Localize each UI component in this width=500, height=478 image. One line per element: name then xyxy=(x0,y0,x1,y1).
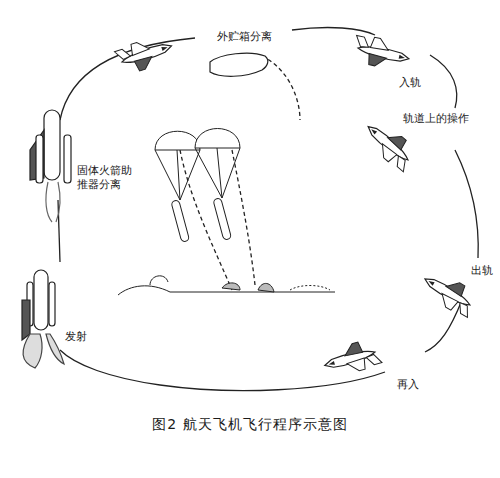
parachutes xyxy=(155,129,240,243)
launch-label: 发射 xyxy=(64,330,88,344)
deorbit-label: 出轨 xyxy=(470,264,494,278)
figure-caption: 图2 航天飞机飞行程序示意图 xyxy=(152,416,347,434)
external-tank xyxy=(210,53,268,76)
orbit-label: 入轨 xyxy=(398,76,422,90)
srb-separation xyxy=(30,110,71,222)
tank-sep-label: 外贮箱分离 xyxy=(216,30,273,44)
ground xyxy=(118,276,335,295)
onorbit-label: 轨道上的操作 xyxy=(402,112,470,126)
srb-sep-label: 固体火箭助推器分离 xyxy=(76,164,136,192)
flight-path xyxy=(58,28,478,391)
launch-vehicle xyxy=(22,270,64,368)
reentry-label: 再入 xyxy=(396,378,420,392)
